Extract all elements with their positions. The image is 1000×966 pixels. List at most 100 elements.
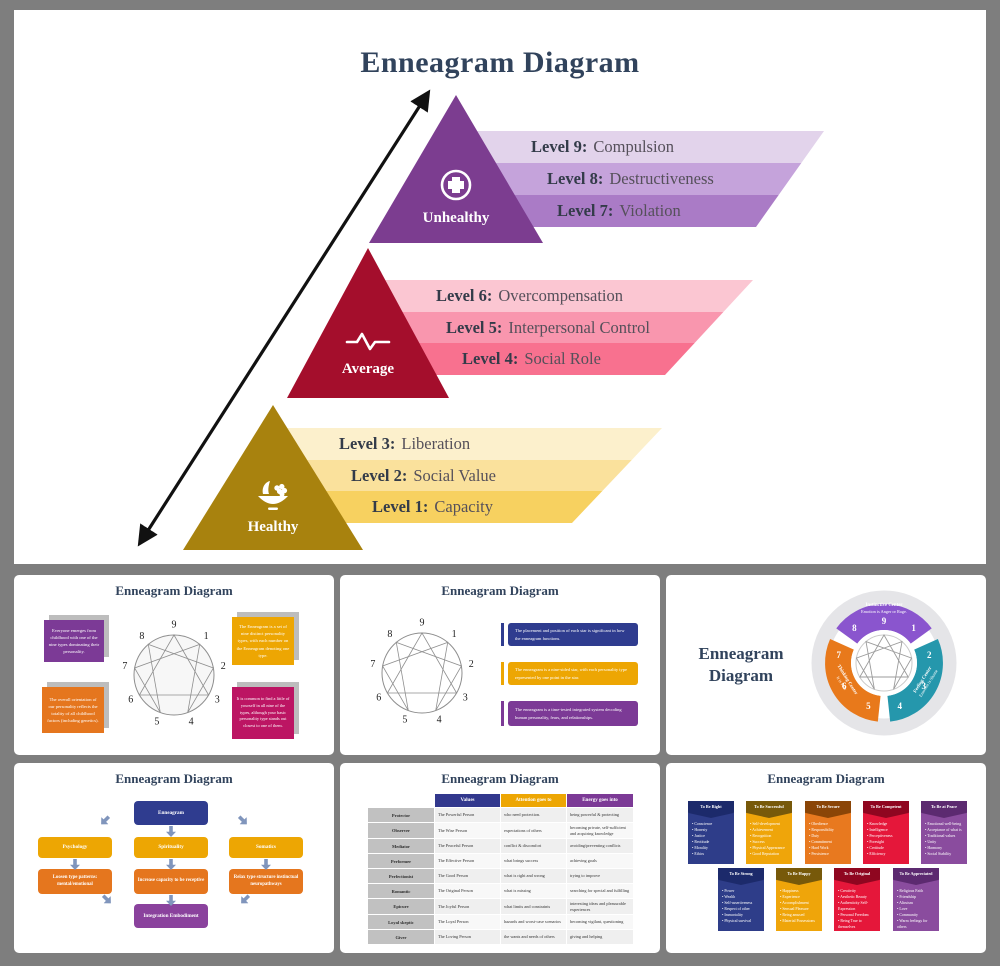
list-item: Wealth bbox=[722, 894, 762, 900]
enneagram-number: 6 bbox=[128, 695, 133, 706]
average-level-bars: Level 6:Overcompensation Level 5:Interpe… bbox=[370, 280, 753, 375]
column-header: Values bbox=[435, 794, 500, 807]
group-label: Healthy bbox=[247, 519, 299, 535]
medical-cross-icon bbox=[440, 169, 472, 201]
card-title: To Be Happy bbox=[776, 868, 822, 885]
row-label: Perfectionist bbox=[368, 869, 434, 884]
segment-name: Instinctive Center bbox=[865, 603, 903, 608]
list-item: Foresight bbox=[867, 839, 907, 845]
header-spacer bbox=[368, 794, 434, 807]
list-item: what is missing bbox=[501, 884, 566, 899]
value-card: Self-developmentAchievementRecognitionSu… bbox=[746, 801, 792, 864]
ring-number: 3 bbox=[922, 681, 927, 691]
title-line: Enneagram bbox=[698, 644, 784, 663]
list-item: becoming private, self-sufficient and ac… bbox=[567, 823, 633, 839]
value-card: ObedienceResponsibilityDutyCommitmentHar… bbox=[805, 801, 851, 864]
callout-box: The Enneagram is a set of nine distinct … bbox=[232, 617, 294, 665]
slide-thumbnail-6[interactable]: Enneagram Diagram ConscienceHonestyJusti… bbox=[666, 763, 986, 953]
list-item: The Effective Person bbox=[435, 854, 500, 869]
list-item: Altruism bbox=[897, 900, 937, 906]
enneagram-number: 9 bbox=[172, 620, 177, 631]
list-item: conflict & discomfort bbox=[501, 839, 566, 854]
list-item: Social Stability bbox=[925, 851, 965, 857]
list-item: achieving goals bbox=[567, 854, 633, 869]
flow-box-result: Integration Embodiment bbox=[134, 904, 208, 928]
segment-desc: Emotion is Anger or Rage. bbox=[861, 609, 907, 615]
card-title: To Be Successful bbox=[746, 801, 792, 818]
list-item: The Loyal Person bbox=[435, 915, 500, 930]
list-item: Achievement bbox=[750, 827, 790, 833]
level-number: Level 8: bbox=[547, 169, 604, 188]
slide-thumbnail-1[interactable]: Enneagram Diagram 9 1 2 3 4 5 6 7 8 Ever… bbox=[14, 575, 334, 755]
value-card: Emotional well-beingAcceptance of what i… bbox=[921, 801, 967, 864]
text-bar: The placement and position of each star … bbox=[508, 623, 638, 646]
enneagram-number: 6 bbox=[376, 693, 381, 704]
level-bar: Level 3:Liberation bbox=[280, 428, 662, 460]
types-table: Values Attention goes to Energy goes int… bbox=[368, 794, 633, 946]
list-item: Honesty bbox=[692, 827, 732, 833]
list-item: Sensual Pleasure bbox=[780, 906, 820, 912]
row-label: Loyal skeptic bbox=[368, 915, 434, 930]
card-title: To Be Right bbox=[688, 801, 734, 818]
level-number: Level 9: bbox=[531, 137, 588, 156]
value-card: Religious FaithFriendshipAltruismLoveCom… bbox=[893, 868, 939, 931]
slide-thumbnail-3[interactable]: Enneagram Diagram 9 1 2 3 4 5 6 7 8 Inst… bbox=[666, 575, 986, 755]
list-item: Persistence bbox=[809, 851, 849, 857]
list-item: Rectitude bbox=[692, 839, 732, 845]
list-item: Harmony bbox=[925, 845, 965, 851]
arrow-diagonal-icon bbox=[100, 892, 115, 907]
list-item: Physical survival bbox=[722, 918, 762, 924]
centers-donut-chart: 9 1 2 3 4 5 6 7 8 bbox=[811, 590, 957, 736]
ring-number: 6 bbox=[842, 681, 847, 691]
list-item: Religious Faith bbox=[897, 888, 937, 894]
level-number: Level 4: bbox=[462, 349, 519, 368]
ring-number: 7 bbox=[836, 650, 841, 660]
list-item: Unity bbox=[925, 839, 965, 845]
value-card: HappinessExperienceAccomplishmentSensual… bbox=[776, 868, 822, 931]
card-title: To Be Competent bbox=[863, 801, 909, 818]
level-number: Level 3: bbox=[339, 434, 396, 453]
row-label: Performer bbox=[368, 854, 434, 869]
list-item: Love bbox=[897, 906, 937, 912]
list-item: Ethics bbox=[692, 851, 732, 857]
list-item: Material Possessions bbox=[780, 918, 820, 924]
slide-thumbnail-4[interactable]: Enneagram Diagram Enneagram Psychology S… bbox=[14, 763, 334, 953]
list-item: Efficiency bbox=[867, 851, 907, 857]
ring-number: 8 bbox=[852, 623, 857, 633]
list-item: Self-assertiveness bbox=[722, 900, 762, 906]
list-item: Power bbox=[722, 888, 762, 894]
list-item: Accomplishment bbox=[780, 900, 820, 906]
row-label: Observer bbox=[368, 823, 434, 839]
instinctive-center-label: Instinctive Center Emotion is Anger or R… bbox=[816, 602, 952, 616]
list-item: The Powerful Person bbox=[435, 808, 500, 822]
arrow-down-icon bbox=[166, 826, 176, 837]
list-item: Happiness bbox=[780, 888, 820, 894]
list-item: Aesthetic Beauty bbox=[838, 894, 878, 900]
arrow-diagonal-icon bbox=[98, 813, 113, 828]
flow-box-root: Enneagram bbox=[134, 801, 208, 825]
list-item: Commitment bbox=[809, 839, 849, 845]
arrow-down-icon bbox=[166, 895, 176, 906]
flow-box: Increase capacity to be receptive bbox=[134, 869, 208, 894]
list-item: Conscience bbox=[692, 821, 732, 827]
level-bar: Level 5:Interpersonal Control bbox=[370, 312, 753, 343]
group-label: Average bbox=[341, 361, 395, 377]
ring-number: 5 bbox=[866, 701, 871, 711]
enneagram-number: 1 bbox=[204, 631, 209, 642]
slide-thumbnail-5[interactable]: Enneagram Diagram Values Attention goes … bbox=[340, 763, 660, 953]
list-item: Acceptance of what is bbox=[925, 827, 965, 833]
list-item: Being True to themselves bbox=[838, 918, 878, 930]
slide-thumbnail-2[interactable]: Enneagram Diagram 9 1 2 3 4 5 6 7 8 The … bbox=[340, 575, 660, 755]
list-item: Hard Work bbox=[809, 845, 849, 851]
enneagram-number: 9 bbox=[420, 618, 425, 629]
list-item: Intelligence bbox=[867, 827, 907, 833]
flow-box: Spirituality bbox=[134, 837, 208, 858]
list-item: becoming vigilant, questioning bbox=[567, 915, 633, 930]
level-number: Level 1: bbox=[372, 497, 429, 516]
row-label: Giver bbox=[368, 930, 434, 945]
